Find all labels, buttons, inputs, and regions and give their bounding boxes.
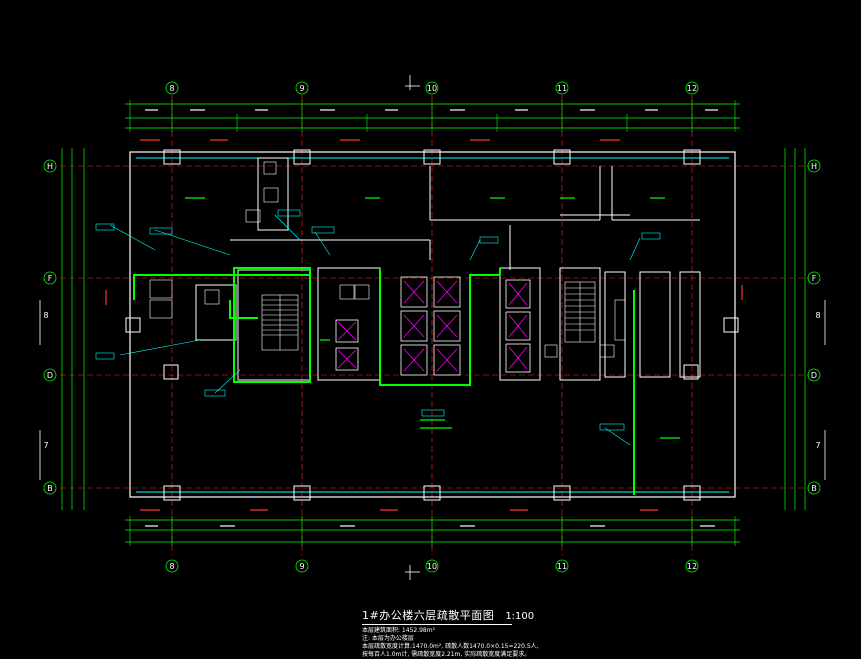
title-underline [362,624,512,625]
row-axis-bubbles-left [43,159,57,495]
axis-label-col-bottom: 9 [299,562,304,571]
axis-label-row-left: F [48,274,53,283]
axis-label-col-bottom: 12 [687,562,697,571]
drawing-scale: 1:100 [505,611,535,622]
evacuation-zones [133,267,635,495]
section-label-left: 7 [43,441,48,450]
section-markers [39,75,826,580]
fixtures [149,161,626,358]
drawing-note: 按每百人1.0m计, 需疏散宽度2.21m, 实际疏散宽度满足要求。 [362,651,531,658]
drawing-title-block: 1#办公楼六层疏散平面图 1:100 本层建筑面积: 1452.98m² 注: … [362,604,539,659]
axis-label-col: 9 [299,84,304,93]
axis-label-col-bottom: 10 [427,562,437,571]
axis-label-row-left: B [47,484,53,493]
drawing-note: 本层疏散宽度计算:1470.0m², 疏散人数1470.0×0.15=220.5… [362,643,539,650]
axis-label-col: 11 [557,84,567,93]
columns [125,149,739,501]
drawing-title: 1#办公楼六层疏散平面图 [362,609,495,622]
room-label-marks [185,197,680,439]
axis-label-col: 10 [427,84,437,93]
axis-label-row-left: H [47,162,53,171]
red-text-marks [105,139,743,511]
axis-labels: 8 9 10 11 12 8 9 10 11 12 H F D B H F D … [43,84,820,571]
elevator-shafts [335,276,531,376]
dimension-lines [61,103,806,543]
stairs [261,281,596,351]
axis-label-row-right: F [812,274,817,283]
column-axis-bubbles-top [165,81,699,95]
row-axis-bubbles-right [807,159,821,495]
axis-label-row-right: B [811,484,817,493]
section-label-right: 7 [815,441,820,450]
interior-walls [195,157,701,381]
axis-label-row-right: H [811,162,817,171]
drawing-note: 注: 本层为办公楼层 [362,635,414,642]
section-label-left: 8 [43,311,48,320]
axis-label-col-bottom: 11 [557,562,567,571]
building-outline [129,151,736,498]
dimension-text-marks [145,109,718,527]
axis-label-col-bottom: 8 [169,562,174,571]
axis-label-row-left: D [47,371,53,380]
axis-grid [60,95,810,555]
annotations [95,209,661,446]
drawing-note: 本层建筑面积: 1452.98m² [362,627,435,634]
section-label-right: 8 [815,311,820,320]
axis-label-col: 12 [687,84,697,93]
column-axis-bubbles-bottom [165,559,699,573]
dimension-ticks [129,100,736,546]
axis-label-row-right: D [811,371,817,380]
axis-label-col: 8 [169,84,174,93]
